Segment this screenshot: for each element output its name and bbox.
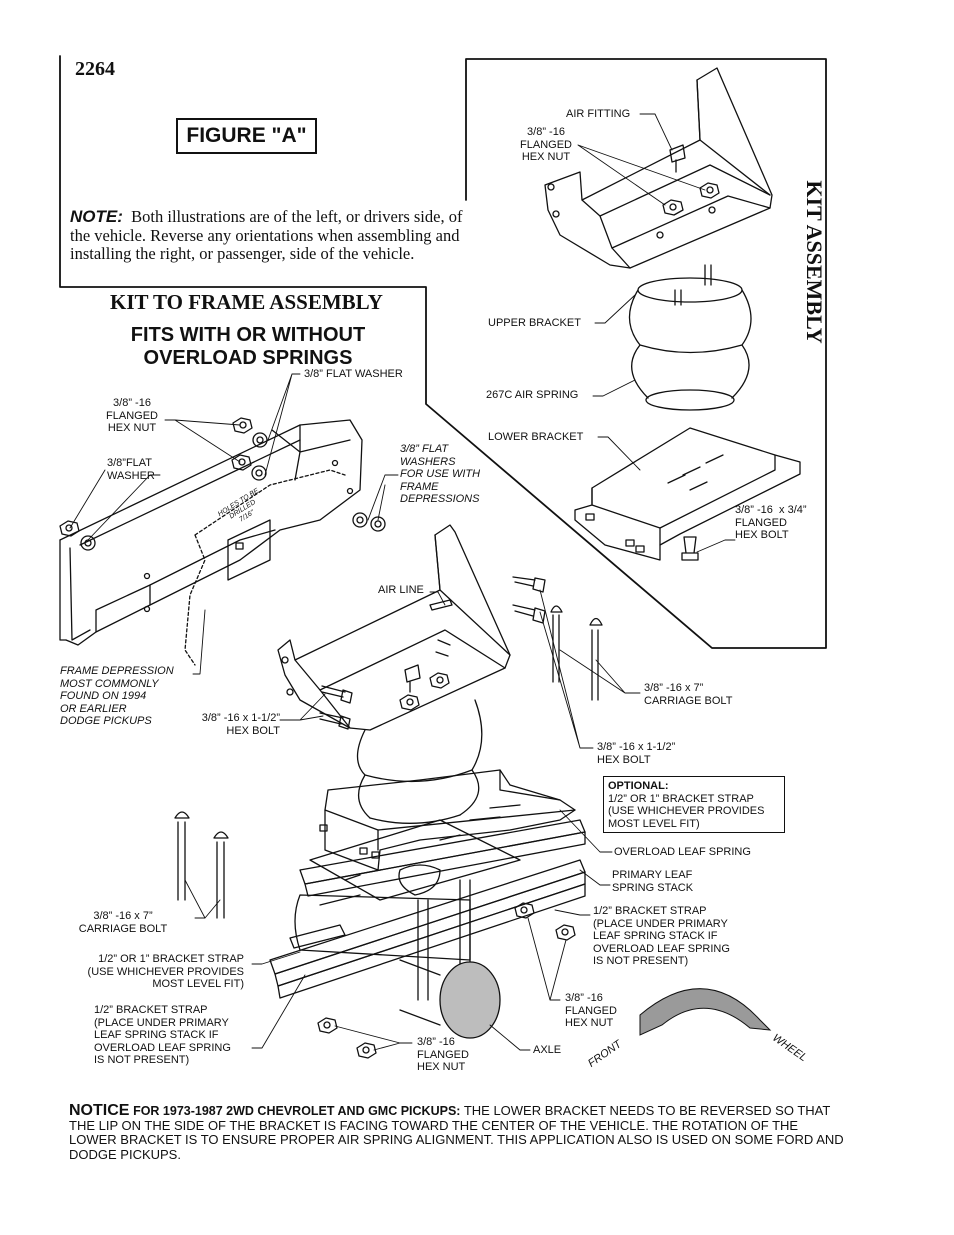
leaf-springs xyxy=(269,819,586,999)
notice-word: NOTICE xyxy=(69,1102,130,1119)
leader-lines xyxy=(69,113,736,1051)
footer-notice: NOTICE FOR 1973-1987 2WD CHEVROLET AND G… xyxy=(69,1102,849,1162)
note-paragraph: NOTE: Both illustrations are of the left… xyxy=(70,207,470,264)
label-lower-bracket: LOWER BRACKET xyxy=(488,431,584,443)
kit-assembly-title-wrap: KIT ASSEMBLY xyxy=(798,112,830,412)
label-flanged-hex-bolt: 3/8” -16 x 3/4” FLANGED HEX BOLT xyxy=(735,504,807,541)
air-spring-kit xyxy=(628,277,752,411)
figure-label: FIGURE "A" xyxy=(176,118,317,154)
notice-heading: FOR 1973-1987 2WD CHEVROLET AND GMC PICK… xyxy=(133,1104,461,1118)
label-bracket-strap-option-left: 1/2” OR 1” BRACKET STRAP (USE WHICHEVER … xyxy=(87,953,244,990)
note-heading: NOTE: xyxy=(70,207,123,226)
label-bracket-strap-right: 1/2” BRACKET STRAP (PLACE UNDER PRIMARY … xyxy=(593,905,730,967)
note-text: Both illustrations are of the left, or d… xyxy=(70,207,463,263)
fits-title: FITS WITH OR WITHOUT OVERLOAD SPRINGS xyxy=(130,324,366,369)
optional-box: OPTIONAL: 1/2” OR 1” BRACKET STRAP (USE … xyxy=(603,776,785,833)
label-air-fitting: AIR FITTING xyxy=(566,108,631,120)
front-wheel-arrow xyxy=(639,988,772,1036)
label-carriage-bolt-right: 3/8” -16 x 7” CARRIAGE BOLT xyxy=(644,682,733,707)
page-number: 2264 xyxy=(75,58,115,80)
lower-bracket-center xyxy=(319,769,576,871)
panel-border xyxy=(59,55,827,649)
label-flanged-hex-nut-bottom-right: 3/8” -16 FLANGED HEX NUT xyxy=(565,992,617,1029)
axle xyxy=(294,894,501,1039)
label-air-spring: 267C AIR SPRING xyxy=(486,389,579,401)
frame-rail xyxy=(59,419,363,646)
label-primary-leaf: PRIMARY LEAF SPRING STACK xyxy=(612,869,694,894)
label-hex-bolt-right: 3/8” -16 x 1-1/2” HEX BOLT xyxy=(597,741,676,766)
label-flanged-hex-nut-bottom: 3/8” -16 FLANGED HEX NUT xyxy=(417,1036,469,1073)
label-bracket-strap-left: 1/2” BRACKET STRAP (PLACE UNDER PRIMARY … xyxy=(94,1004,231,1066)
kit-to-frame-title: KIT TO FRAME ASSEMBLY xyxy=(110,290,383,314)
lower-bracket-kit xyxy=(574,427,801,561)
label-axle: AXLE xyxy=(533,1044,562,1056)
optional-text: 1/2” OR 1” BRACKET STRAP (USE WHICHEVER … xyxy=(608,792,765,830)
frame-fasteners xyxy=(59,417,386,551)
label-frame-depression: FRAME DEPRESSION MOST COMMONLY FOUND ON … xyxy=(60,665,174,727)
air-spring-center xyxy=(356,699,483,824)
kit-assembly-title: KIT ASSEMBLY xyxy=(802,180,827,344)
notice-text: THE LOWER BRACKET NEEDS TO BE REVERSED S… xyxy=(69,1103,844,1162)
label-flat-washer: 3/8” FLAT WASHER xyxy=(304,368,403,380)
label-overload-leaf: OVERLOAD LEAF SPRING xyxy=(614,846,751,858)
label-flat-washers-frame: 3/8” FLAT WASHERS FOR USE WITH FRAME DEP… xyxy=(400,443,481,505)
upper-bracket-kit xyxy=(544,67,773,269)
label-carriage-bolt-left: 3/8” -16 x 7” CARRIAGE BOLT xyxy=(78,910,168,935)
label-flanged-hex-nut-left: 3/8” -16 FLANGED HEX NUT xyxy=(106,397,158,434)
label-upper-bracket: UPPER BRACKET xyxy=(488,317,581,329)
upper-bracket-center xyxy=(277,524,511,731)
label-hex-bolt-left: 3/8” -16 x 1-1/2” HEX BOLT xyxy=(201,712,280,737)
optional-heading: OPTIONAL: xyxy=(608,780,669,792)
label-air-line: AIR LINE xyxy=(378,584,424,596)
label-flanged-hex-nut-top: 3/8” -16 FLANGED HEX NUT xyxy=(520,126,572,163)
label-flat-washer-left: 3/8”FLAT WASHER xyxy=(107,457,155,482)
